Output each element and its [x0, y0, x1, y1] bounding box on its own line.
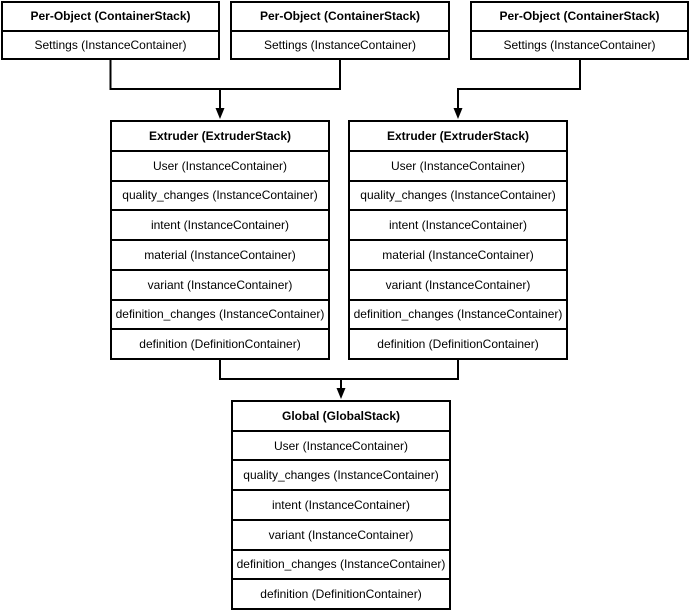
stack-per-object-1: Per-Object (ContainerStack) Settings (In…: [1, 1, 220, 60]
stack-row: User (InstanceContainer): [350, 149, 566, 180]
stack-row: intent (InstanceContainer): [233, 489, 449, 519]
stack-row: quality_changes (InstanceContainer): [350, 179, 566, 210]
stack-row: intent (InstanceContainer): [350, 209, 566, 239]
stack-per-object-2: Per-Object (ContainerStack) Settings (In…: [230, 1, 450, 60]
arrowhead-global: [336, 388, 346, 399]
stack-row: User (InstanceContainer): [112, 149, 328, 180]
stack-title: Extruder (ExtruderStack): [148, 128, 292, 143]
connector-per-object-1-2-to-extruder-1: [109, 60, 341, 90]
stack-row: definition (DefinitionContainer): [112, 328, 328, 358]
connector-extruders-to-global: [219, 360, 459, 380]
stack-global: Global (GlobalStack) User (InstanceConta…: [231, 400, 451, 610]
stack-row: intent (InstanceContainer): [112, 209, 328, 239]
stack-per-object-3: Per-Object (ContainerStack) Settings (In…: [470, 1, 689, 60]
arrowhead-extruder-1: [215, 108, 225, 119]
connector-per-object-3-to-extruder-2: [457, 60, 581, 109]
stack-title: Per-Object (ContainerStack): [259, 9, 421, 24]
stack-row: Settings (InstanceContainer): [232, 29, 448, 59]
stack-row: quality_changes (InstanceContainer): [233, 459, 449, 489]
stack-row: variant (InstanceContainer): [233, 518, 449, 549]
stack-row: material (InstanceContainer): [350, 239, 566, 269]
stack-extruder-1: Extruder (ExtruderStack) User (InstanceC…: [110, 120, 330, 360]
stack-row: variant (InstanceContainer): [350, 268, 566, 299]
stack-row: User (InstanceContainer): [233, 429, 449, 460]
stack-title: Per-Object (ContainerStack): [499, 9, 660, 24]
stack-row: definition (DefinitionContainer): [233, 578, 449, 608]
stack-row: quality_changes (InstanceContainer): [112, 179, 328, 210]
stack-row: definition_changes (InstanceContainer): [350, 298, 566, 329]
stack-row: material (InstanceContainer): [112, 239, 328, 269]
stack-row: definition (DefinitionContainer): [350, 328, 566, 358]
stack-row: Settings (InstanceContainer): [472, 29, 687, 59]
stack-title: Extruder (ExtruderStack): [386, 128, 530, 143]
stack-row: definition_changes (InstanceContainer): [233, 548, 449, 579]
stack-title: Global (GlobalStack): [281, 408, 401, 423]
stack-extruder-2: Extruder (ExtruderStack) User (InstanceC…: [348, 120, 568, 360]
stack-title: Per-Object (ContainerStack): [30, 9, 191, 24]
stack-row: variant (InstanceContainer): [112, 268, 328, 299]
stack-row: Settings (InstanceContainer): [3, 29, 218, 59]
stack-row: definition_changes (InstanceContainer): [112, 298, 328, 329]
arrowhead-extruder-2: [453, 108, 463, 119]
